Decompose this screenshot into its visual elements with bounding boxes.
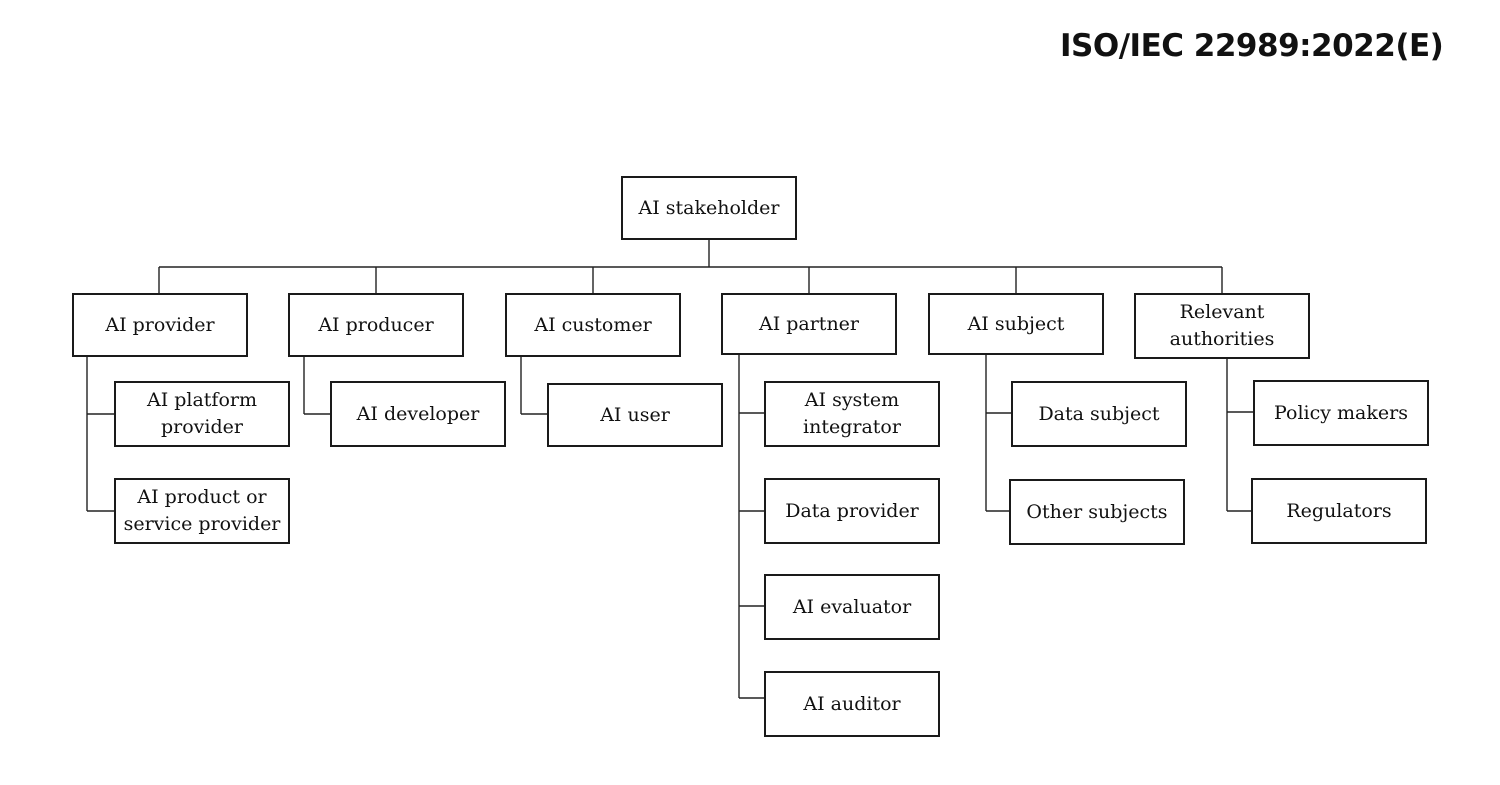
node-other-subjects: Other subjects bbox=[1009, 479, 1185, 545]
node-ai-product-or-service-provider: AI product or service provider bbox=[114, 478, 290, 544]
node-ai-developer: AI developer bbox=[330, 381, 506, 447]
node-ai-subject: AI subject bbox=[928, 293, 1104, 355]
node-ai-stakeholder: AI stakeholder bbox=[621, 176, 797, 240]
node-policy-makers: Policy makers bbox=[1253, 380, 1429, 446]
node-ai-auditor: AI auditor bbox=[764, 671, 940, 737]
node-ai-platform-provider: AI platform provider bbox=[114, 381, 290, 447]
node-ai-provider: AI provider bbox=[72, 293, 248, 357]
node-ai-user: AI user bbox=[547, 383, 723, 447]
node-regulators: Regulators bbox=[1251, 478, 1427, 544]
node-ai-partner: AI partner bbox=[721, 293, 897, 355]
node-ai-producer: AI producer bbox=[288, 293, 464, 357]
node-ai-system-integrator: AI system integrator bbox=[764, 381, 940, 447]
standard-identifier: ISO/IEC 22989:2022(E) bbox=[1060, 28, 1444, 64]
node-data-subject: Data subject bbox=[1011, 381, 1187, 447]
node-ai-evaluator: AI evaluator bbox=[764, 574, 940, 640]
node-ai-customer: AI customer bbox=[505, 293, 681, 357]
node-relevant-authorities: Relevant authorities bbox=[1134, 293, 1310, 359]
node-data-provider: Data provider bbox=[764, 478, 940, 544]
